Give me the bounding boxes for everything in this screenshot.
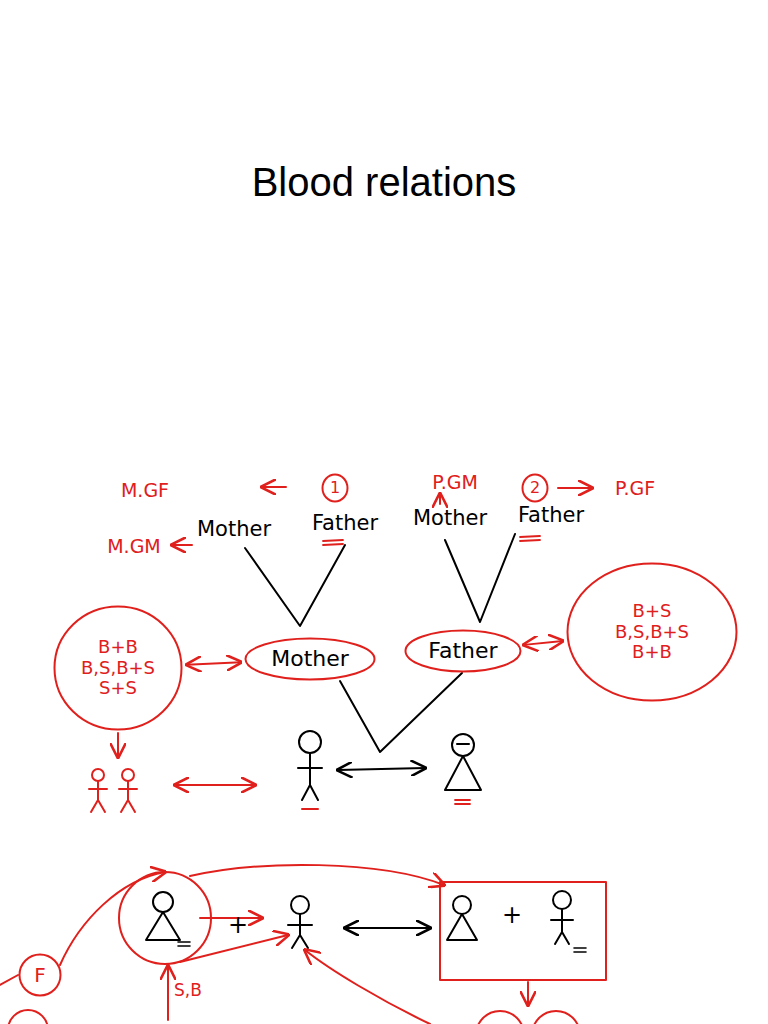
underline (455, 800, 470, 804)
relation-arrow (524, 641, 563, 645)
female-figure (146, 892, 180, 940)
node-text: F (34, 964, 46, 987)
father-circle: F (18, 953, 62, 997)
couple-figures (447, 891, 573, 944)
circled-figure (119, 872, 211, 964)
double-arrow (338, 768, 425, 770)
cut-circle (476, 1011, 524, 1024)
double-arrow (345, 927, 430, 929)
arrow (558, 487, 592, 489)
cut-circle (8, 1010, 48, 1024)
title: Blood relations (0, 160, 768, 205)
couple-box (440, 882, 606, 980)
relation-abbrev: S,B (174, 981, 202, 1000)
parent-oval: Father (404, 629, 522, 673)
arrow (117, 733, 119, 757)
arrow (180, 935, 288, 962)
arrow (262, 486, 286, 488)
child-figure (298, 731, 322, 800)
stick-figure (288, 896, 312, 948)
sibling-circle: B+SB,S,B+SB+B (566, 562, 738, 702)
family-line (340, 673, 462, 752)
sibling-circle: B+BB,S,B+SS+S (53, 605, 183, 731)
node-text: Father (428, 638, 497, 663)
callout-circle: 1 (321, 473, 349, 503)
grandparent-label: Father (518, 504, 584, 527)
underline (178, 942, 190, 946)
arrow (527, 982, 529, 1005)
connector-line (0, 975, 18, 985)
cut-circle (532, 1011, 580, 1024)
node-text: Mother (271, 646, 349, 671)
arrow (172, 544, 192, 546)
underline (574, 948, 586, 952)
node-text: B,S,B+S (81, 658, 155, 679)
family-line (245, 545, 345, 626)
family-line (445, 534, 515, 622)
curved-arrow (60, 872, 165, 965)
callout-circle: 2 (521, 473, 549, 503)
node-text: B+S (633, 601, 672, 622)
underline (302, 808, 318, 810)
plus-sign: + (502, 902, 522, 928)
curved-arrow (305, 950, 430, 1024)
grandparent-label: Father (312, 512, 378, 535)
relation-abbrev: M.GF (121, 480, 169, 501)
plus-sign: + (228, 912, 248, 938)
relation-abbrev: M.GM (107, 536, 161, 557)
underline (323, 536, 540, 545)
female-figure (445, 734, 481, 790)
parent-oval: Mother (244, 637, 376, 681)
node-text: B+B (632, 642, 672, 663)
node-text: S+S (99, 678, 137, 699)
double-arrow (175, 784, 255, 786)
node-text: B,S,B+S (615, 622, 689, 643)
stick-figures (89, 769, 137, 812)
node-text: 1 (330, 479, 340, 497)
grandparent-label: Mother (197, 518, 271, 541)
arrow (167, 966, 169, 1020)
grandparent-label: Mother (413, 507, 487, 530)
relation-arrow (187, 662, 241, 665)
curved-arrow (190, 865, 444, 885)
relation-abbrev: P.GM (432, 472, 478, 493)
arrow (439, 494, 441, 504)
relation-abbrev: P.GF (615, 478, 655, 499)
node-text: B+B (98, 637, 138, 658)
node-text: 2 (530, 479, 540, 497)
